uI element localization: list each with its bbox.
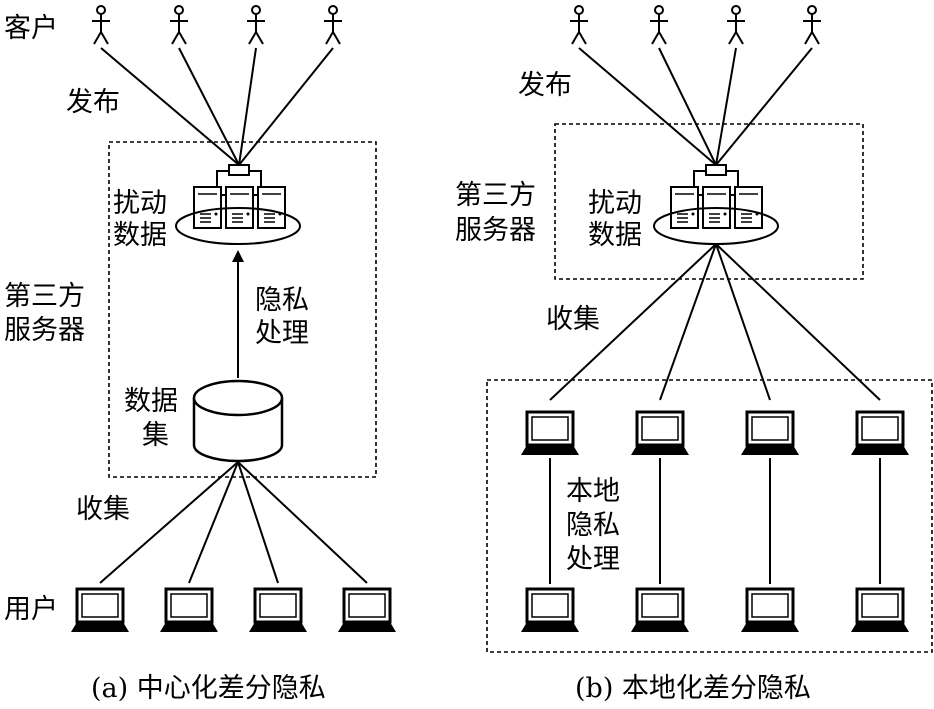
panel-b-client-4 (802, 5, 822, 45)
panel-b-lower-laptop-4 (849, 587, 911, 634)
panel-b-user-box (486, 379, 933, 653)
panel-a-perturbed-label-2: 数据 (113, 220, 167, 251)
panel-b-publish-lines (578, 47, 813, 166)
panel-a-client-3 (246, 5, 266, 45)
panel-a-dataset-cylinder (192, 379, 284, 463)
panel-a-perturbed-disk (175, 207, 301, 245)
panel-b-upper-laptop-4 (849, 410, 911, 457)
panel-b-server-icon (671, 165, 762, 228)
panel-a-server-label-1: 第三方 (4, 281, 85, 312)
panel-b-publish-label: 发布 (518, 70, 572, 101)
panel-b-client-1 (569, 5, 589, 45)
panel-b-local-label-2: 隐私 (566, 510, 620, 541)
panel-a-dataset-label-1: 数据 (124, 386, 178, 417)
panel-a-caption: (a) 中心化差分隐私 (91, 673, 326, 704)
panel-a-user-laptop-4 (336, 587, 398, 634)
panel-b-collect-label: 收集 (546, 304, 600, 335)
panel-b-lower-laptop-1 (519, 587, 581, 634)
panel-a-server-icon (194, 165, 285, 228)
panel-b-upper-laptop-2 (629, 410, 691, 457)
panel-b: 发布 第三方 服务器 扰动 数据 收集 本地 隐私 处理 (b) 本地化差分隐私 (455, 5, 933, 704)
panel-a-users-label: 用户 (4, 594, 58, 625)
panel-a-client-2 (169, 5, 189, 45)
panel-a-privacy-label-1: 隐私 (255, 285, 309, 316)
panel-b-caption: (b) 本地化差分隐私 (575, 673, 811, 704)
panel-b-lower-laptop-2 (629, 587, 691, 634)
panel-b-local-lines (549, 458, 881, 584)
panel-b-upper-laptop-3 (739, 410, 801, 457)
panel-b-client-2 (649, 5, 669, 45)
panel-a-user-laptop-3 (247, 587, 309, 634)
panel-a-client-1 (91, 5, 111, 45)
panel-b-collect-lines (549, 243, 881, 401)
panel-a-dataset-label-2: 集 (142, 420, 169, 451)
panel-a-perturbed-label-1: 扰动 (113, 188, 167, 219)
panel-b-server-label-1: 第三方 (455, 180, 536, 211)
panel-b-client-3 (726, 5, 746, 45)
panel-a-user-laptop-2 (158, 587, 220, 634)
panel-a-collect-label: 收集 (76, 494, 130, 525)
panel-b-upper-laptop-1 (519, 410, 581, 457)
panel-a-user-laptop-1 (69, 587, 131, 634)
panel-b-local-label-3: 处理 (566, 544, 620, 575)
panel-b-perturbed-label-2: 数据 (588, 220, 642, 251)
panel-a-collect-lines (99, 461, 368, 584)
panel-b-lower-laptop-3 (739, 587, 801, 634)
panel-a-server-label-2: 服务器 (4, 315, 85, 346)
panel-a-client-4 (323, 5, 343, 45)
panel-a-clients-label: 客户 (4, 13, 58, 44)
panel-a-privacy-label-2: 处理 (255, 318, 309, 349)
panel-a: 客户 发布 扰动 数据 第三方 服务器 隐私 处理 数据 集 收集 用户 (a)… (4, 5, 398, 704)
panel-a-publish-lines (100, 47, 334, 166)
panel-b-local-label-1: 本地 (566, 476, 620, 507)
panel-a-publish-label: 发布 (66, 87, 120, 118)
panel-b-server-box (554, 123, 864, 280)
panel-b-perturbed-label-1: 扰动 (588, 188, 642, 219)
panel-b-server-label-2: 服务器 (455, 215, 536, 246)
